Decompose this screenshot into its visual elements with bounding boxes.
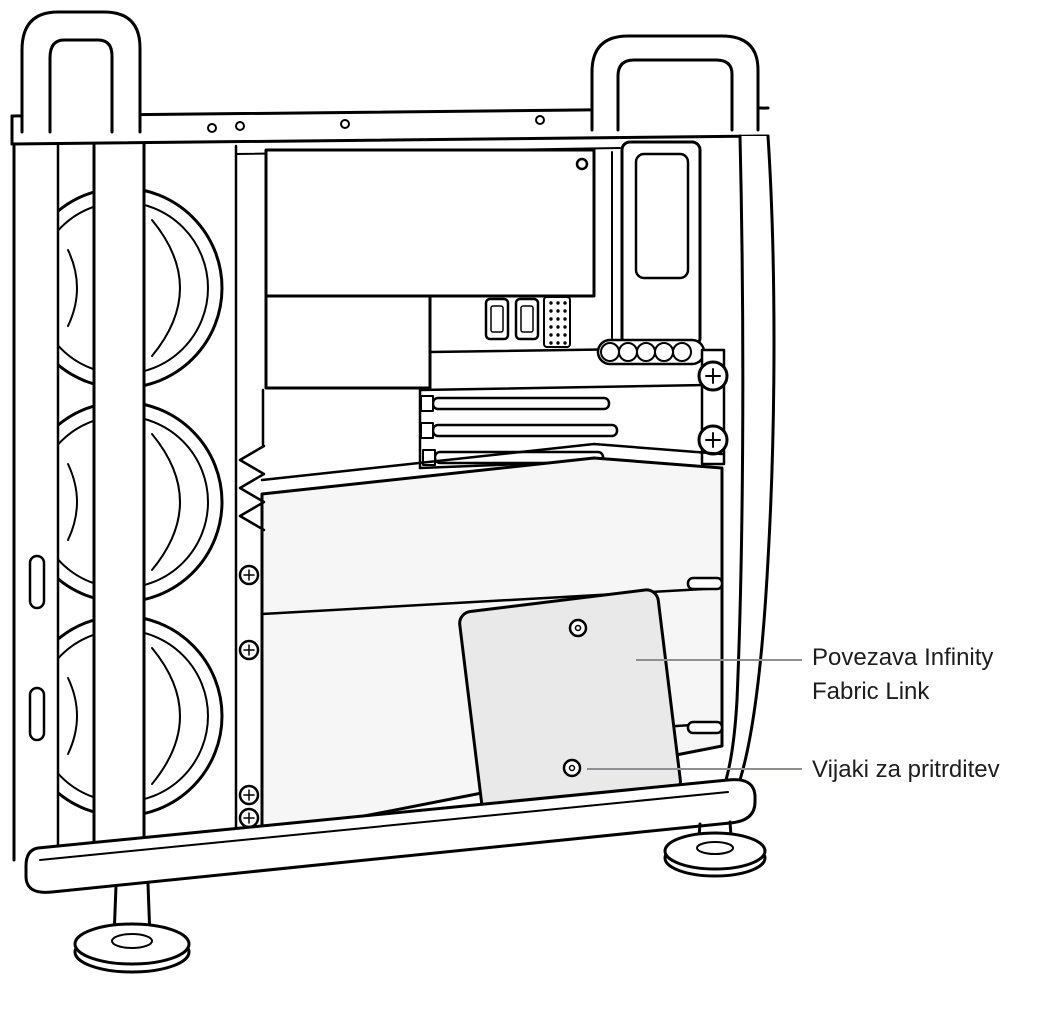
left-handle: [20, 10, 142, 134]
label-mounting-screws: Vijaki za pritrditev: [812, 753, 1000, 787]
pcie-slot: [431, 423, 619, 438]
panel-screw: [575, 157, 589, 171]
left-frame: [12, 134, 60, 862]
module-slot: [686, 576, 724, 591]
card-bracket: [620, 140, 702, 348]
label-line: Povezava Infinity: [812, 644, 994, 671]
chassis-screw: [238, 639, 260, 661]
label-line: Fabric Link: [812, 678, 930, 705]
right-handle: [590, 34, 760, 132]
rail-screw: [340, 119, 350, 129]
module-slot: [686, 720, 724, 735]
left-foot: [73, 882, 191, 974]
hdmi-port: [484, 297, 510, 341]
infinity-fabric-link-plate: [458, 588, 682, 817]
right-frame: [724, 134, 776, 782]
rail-screw: [207, 123, 217, 133]
pcie-slot: [431, 396, 611, 411]
hdmi-port: [514, 297, 540, 341]
label-line: Vijaki za pritrditev: [812, 756, 1000, 783]
mounting-screw: [562, 758, 582, 778]
chassis-screw: [238, 784, 260, 806]
thumbscrew-bracket: [697, 348, 729, 466]
card-guide-springs: [238, 444, 266, 532]
frame-vent-slot: [28, 686, 46, 742]
front-left-column: [92, 138, 146, 860]
frame-vent-slot: [28, 554, 46, 610]
io-panel: [264, 148, 613, 390]
mounting-screw: [568, 618, 588, 638]
feet: [73, 820, 767, 974]
chassis-screw: [238, 564, 260, 586]
rail-screw: [235, 121, 245, 131]
connector-row: [596, 338, 706, 366]
rail-screw: [535, 115, 545, 125]
right-foot: [663, 820, 767, 878]
chassis-screw: [238, 807, 260, 829]
label-infinity-fabric-link: Povezava Infinity Fabric Link: [812, 641, 993, 709]
pin-grid-connector: [543, 296, 571, 348]
